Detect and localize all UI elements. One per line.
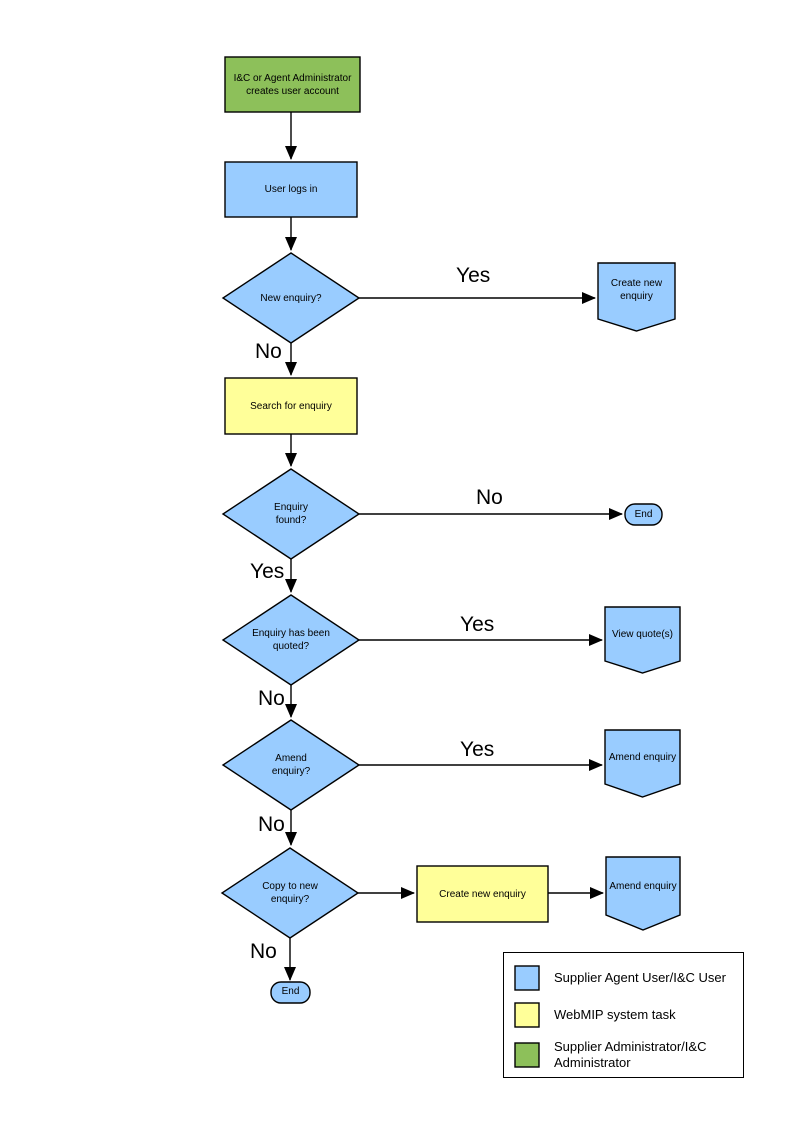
process-search-enquiry-shape bbox=[224, 377, 358, 435]
edge-label-quoted-yes: Yes bbox=[460, 613, 495, 636]
legend-label-supplier-agent-user: Supplier Agent User/I&C User bbox=[554, 969, 726, 985]
decision-new-enquiry-shape bbox=[221, 252, 361, 344]
legend-item-supplier-agent-user: Supplier Agent User/I&C User bbox=[514, 965, 736, 991]
legend-item-supplier-admin: Supplier Administrator/I&C Administrator bbox=[514, 1039, 736, 1072]
offpage-amend-enquiry2-shape bbox=[605, 856, 681, 931]
edge-label-new-enquiry-yes: Yes bbox=[456, 264, 491, 287]
edge-label-copy-no: No bbox=[250, 940, 277, 963]
decision-amend-enquiry-label: Amend enquiry? bbox=[271, 753, 311, 777]
legend-item-webmip-task: WebMIP system task bbox=[514, 1002, 736, 1028]
terminator-end-right-shape bbox=[624, 503, 663, 526]
process-create-new-enquiry-label: Create new enquiry bbox=[439, 888, 526, 900]
offpage-create-new-enquiry-label: Create new enquiry bbox=[610, 278, 663, 302]
decision-enquiry-found-label: Enquiry found? bbox=[274, 502, 308, 526]
process-create-account-shape bbox=[224, 56, 361, 113]
legend-label-webmip-task: WebMIP system task bbox=[554, 1006, 676, 1022]
legend-swatch-green bbox=[514, 1042, 540, 1068]
legend-swatch-yellow bbox=[514, 1002, 540, 1028]
edge-label-found-yes: Yes bbox=[250, 560, 285, 583]
process-create-new-enquiry-shape bbox=[416, 865, 549, 923]
legend-swatch-blue bbox=[514, 965, 540, 991]
legend: Supplier Agent User/I&C User WebMIP syst… bbox=[503, 952, 744, 1078]
decision-new-enquiry-label: New enquiry? bbox=[260, 292, 322, 304]
decision-enquiry-quoted-shape bbox=[221, 594, 361, 686]
decision-copy-enquiry-label: Copy to new enquiry? bbox=[262, 881, 318, 905]
edge-label-found-no: No bbox=[476, 486, 503, 509]
offpage-amend-enquiry2-label: Amend enquiry bbox=[609, 880, 677, 892]
process-create-account-label: I&C or Agent Administrator creates user … bbox=[233, 72, 352, 97]
process-user-login-shape bbox=[224, 161, 358, 218]
edge-label-amend-yes: Yes bbox=[460, 738, 495, 761]
offpage-view-quotes-shape bbox=[604, 606, 681, 674]
terminator-end-bottom-shape bbox=[270, 981, 311, 1004]
edge-label-amend-no: No bbox=[258, 813, 285, 836]
decision-copy-enquiry-shape bbox=[220, 847, 360, 939]
edge-label-new-enquiry-no: No bbox=[255, 340, 282, 363]
edge-label-quoted-no: No bbox=[258, 687, 285, 710]
decision-enquiry-quoted-label: Enquiry has been quoted? bbox=[252, 628, 330, 652]
process-user-login-label: User logs in bbox=[264, 184, 318, 195]
process-search-enquiry-label: Search for enquiry bbox=[250, 400, 332, 412]
decision-amend-enquiry-shape bbox=[221, 719, 361, 811]
offpage-amend-enquiry-label: Amend enquiry bbox=[608, 751, 677, 763]
offpage-amend-enquiry-shape bbox=[604, 729, 681, 798]
decision-enquiry-found-shape bbox=[221, 468, 361, 560]
terminator-end-bottom-label: End bbox=[281, 986, 300, 997]
offpage-create-new-enquiry-shape bbox=[597, 262, 676, 332]
legend-label-supplier-admin: Supplier Administrator/I&C Administrator bbox=[554, 1039, 707, 1071]
offpage-view-quotes-label: View quote(s) bbox=[612, 628, 673, 640]
terminator-end-right-label: End bbox=[634, 509, 653, 520]
